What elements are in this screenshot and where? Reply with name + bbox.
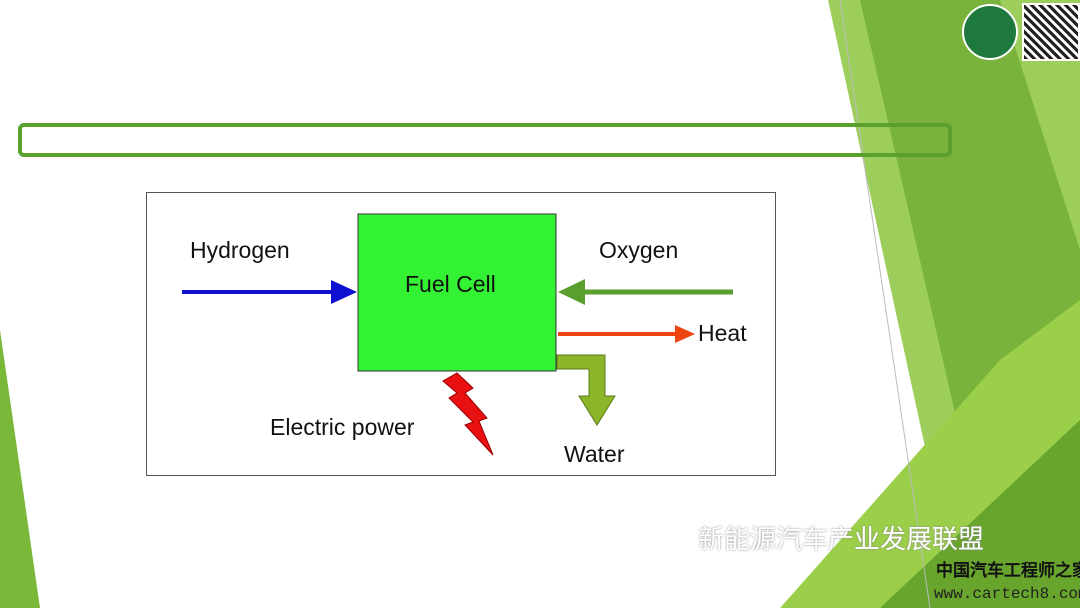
fuel-cell-diagram: Fuel Cell Hydrogen Oxygen Heat Water Ele… xyxy=(146,192,776,476)
title-bar xyxy=(18,123,952,157)
oxygen-label: Oxygen xyxy=(599,237,679,263)
wechat-watermark: 新能源汽车产业发展联盟 xyxy=(698,524,985,554)
oxygen-arrow xyxy=(558,279,733,305)
water-label: Water xyxy=(564,441,625,467)
hydrogen-label: Hydrogen xyxy=(190,237,290,263)
water-arrow xyxy=(556,354,616,426)
hydrogen-arrow xyxy=(182,280,357,304)
csst-logo xyxy=(962,4,1018,60)
electric-power-label: Electric power xyxy=(270,414,415,440)
site-name-watermark: 中国汽车工程师之家 xyxy=(936,561,1080,581)
heat-arrow xyxy=(558,325,695,343)
electric-power-bolt xyxy=(442,372,494,456)
fuel-cell-box xyxy=(357,213,557,372)
site-url-watermark: www.cartech8.com xyxy=(934,585,1080,603)
heat-label: Heat xyxy=(698,320,747,346)
qr-code xyxy=(1022,3,1080,61)
fuel-cell-label: Fuel Cell xyxy=(405,271,496,297)
